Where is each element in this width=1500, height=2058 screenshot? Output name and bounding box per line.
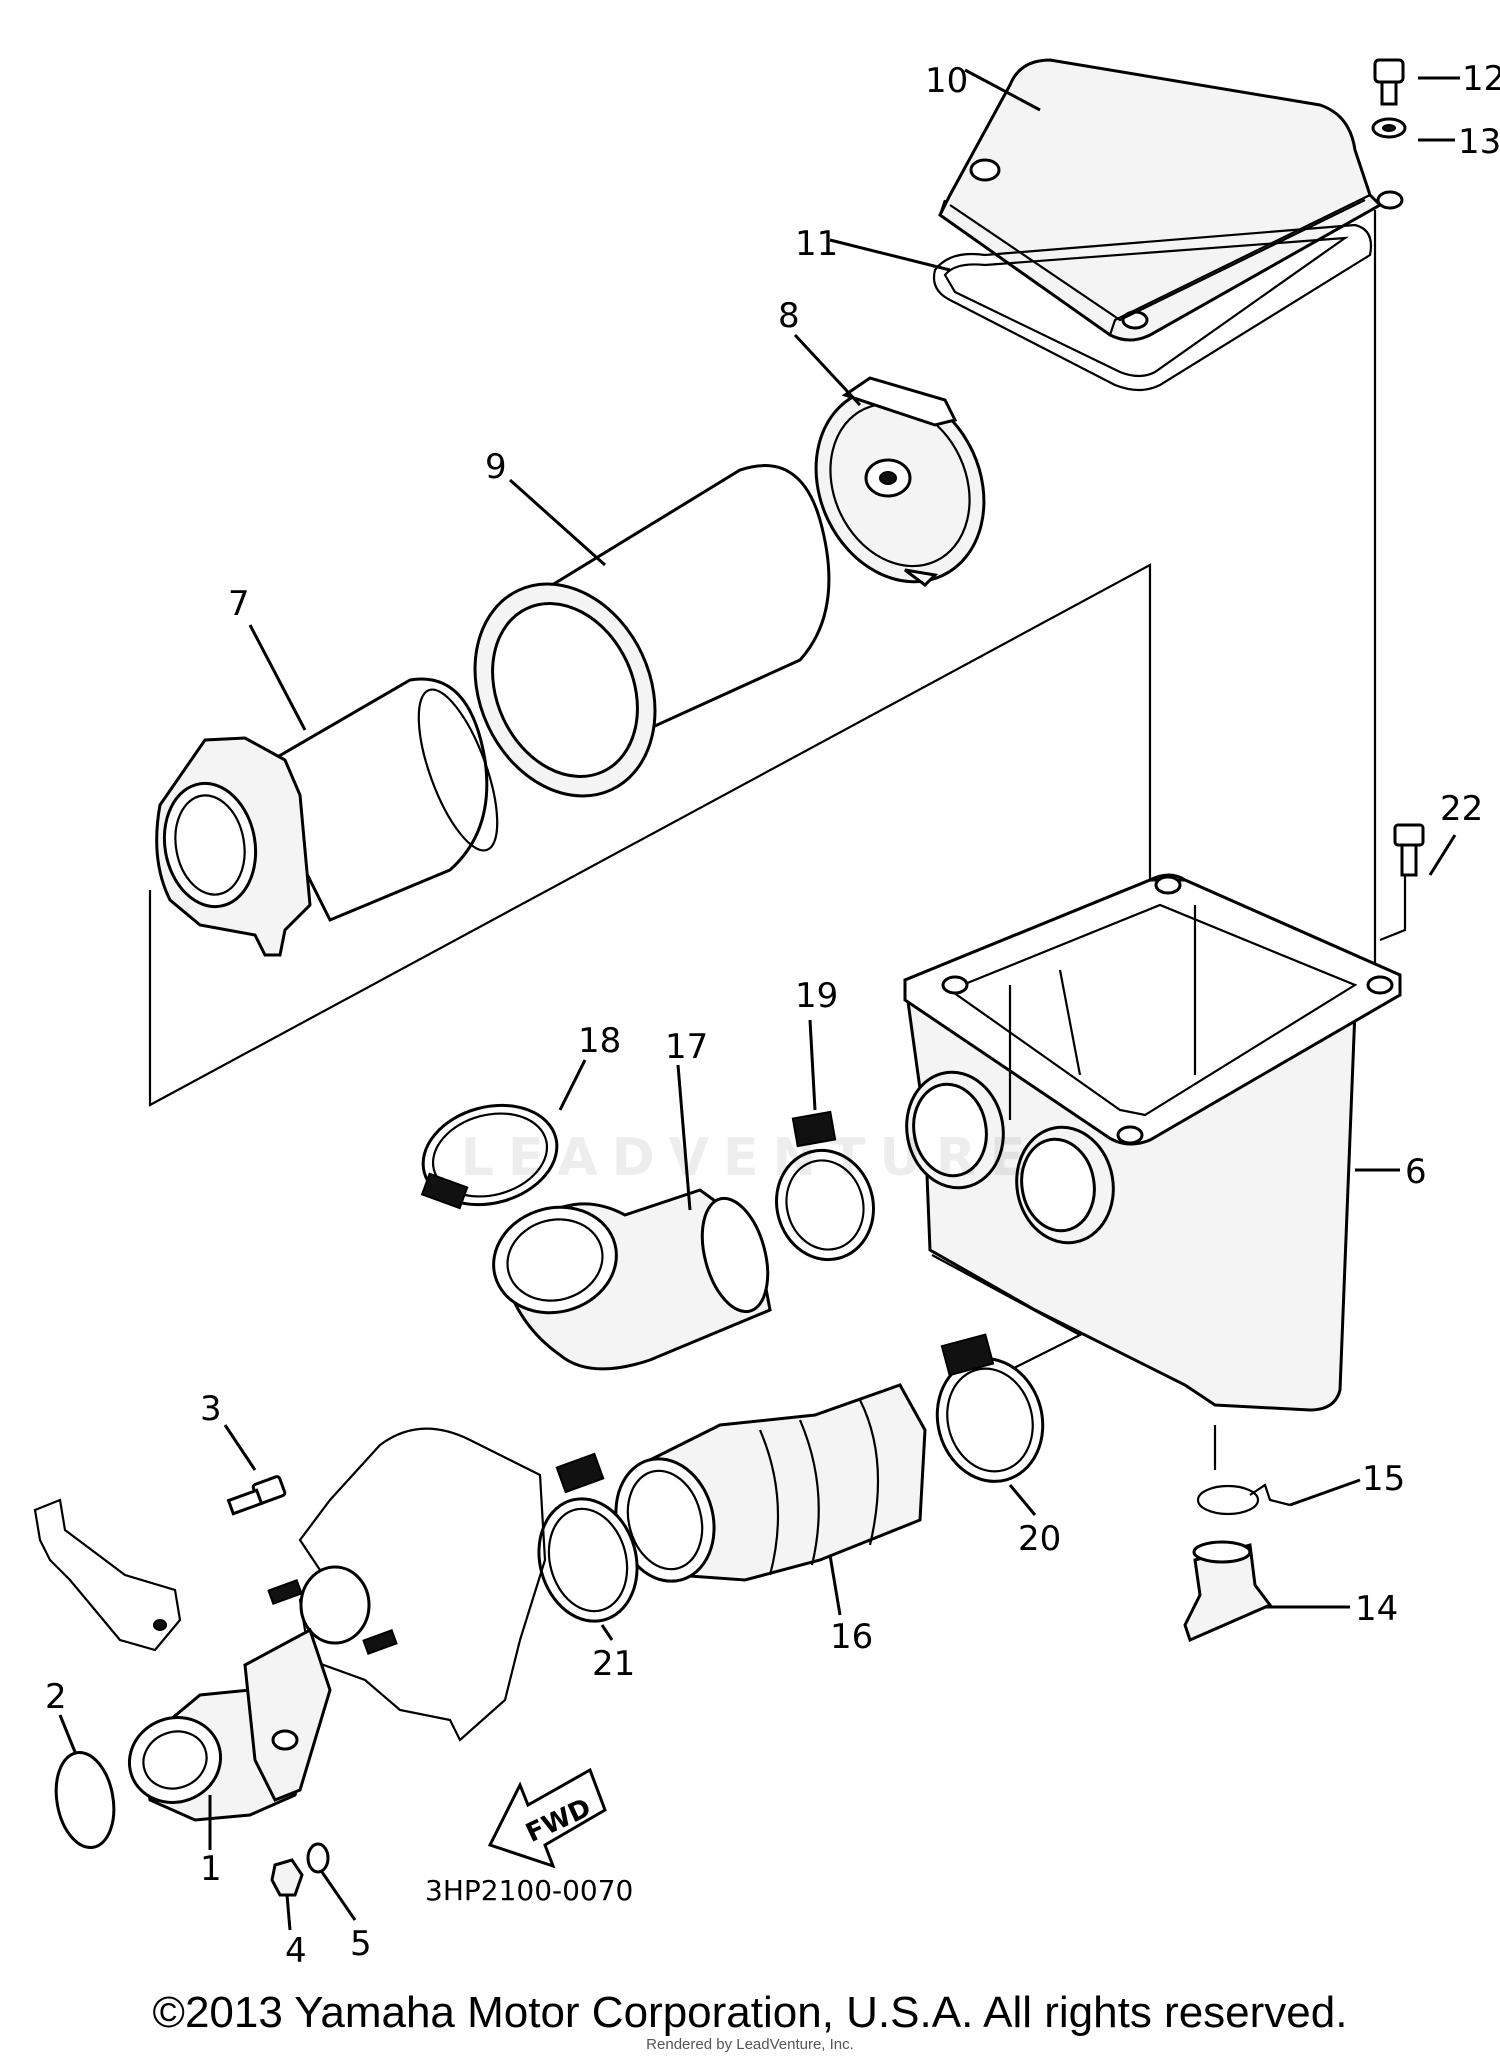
part-4-nut[interactable] (270, 1858, 304, 1897)
callout-6: 6 (1405, 1152, 1427, 1192)
callout-9: 9 (485, 447, 507, 487)
callout-8: 8 (778, 296, 800, 336)
part-22-bolt[interactable] (1393, 823, 1425, 877)
callout-17: 17 (665, 1027, 708, 1067)
callout-13: 13 (1458, 122, 1500, 162)
callout-5: 5 (350, 1924, 372, 1964)
exploded-view-drawing: FWD 10 11 12 13 8 9 7 22 6 18 (33, 58, 1500, 1971)
rendered-by-notice: Rendered by LeadVenture, Inc. (646, 2036, 854, 2053)
callout-1: 1 (200, 1849, 222, 1889)
callout-15: 15 (1362, 1459, 1405, 1499)
part-16-joint-hose[interactable] (603, 1383, 927, 1592)
engine-outline (267, 1427, 547, 1742)
part-20-clamp[interactable] (924, 1333, 1057, 1494)
part-9-outer-filter[interactable] (441, 464, 831, 826)
part-8-filter-cap[interactable] (785, 361, 1015, 610)
callout-16: 16 (830, 1617, 873, 1657)
callout-12: 12 (1462, 59, 1500, 99)
part-1-carburetor-joint[interactable] (117, 1627, 332, 1822)
callouts: 10 11 12 13 8 9 7 22 6 18 17 19 20 15 14… (45, 59, 1500, 1971)
assembly-lines (148, 210, 1407, 1470)
callout-18: 18 (578, 1021, 621, 1061)
part-12-bolt[interactable] (1373, 58, 1405, 106)
copyright-notice: ©2013 Yamaha Motor Corporation, U.S.A. A… (152, 1988, 1348, 2037)
diagram-code: 3HP2100-0070 (425, 1874, 633, 1907)
part-19-clamp[interactable] (764, 1110, 885, 1271)
callout-10: 10 (925, 61, 968, 101)
part-18-clamp[interactable] (412, 1091, 568, 1219)
callout-11: 11 (795, 224, 838, 264)
callout-14: 14 (1355, 1589, 1398, 1629)
part-13-washer[interactable] (1371, 117, 1407, 139)
part-2-o-ring[interactable] (49, 1748, 121, 1852)
part-14-drain[interactable] (1183, 1540, 1273, 1643)
fwd-arrow: FWD (487, 1767, 607, 1869)
part-11-gasket[interactable] (932, 223, 1373, 392)
part-10-cover[interactable] (938, 58, 1404, 342)
part-6-airbox[interactable] (898, 873, 1402, 1412)
leader-lines (58, 68, 1460, 1931)
callout-3: 3 (200, 1389, 222, 1429)
part-3-bolt[interactable] (226, 1475, 287, 1516)
callout-21: 21 (592, 1644, 635, 1684)
callout-20: 20 (1018, 1519, 1061, 1559)
callout-2: 2 (45, 1677, 67, 1717)
part-15-clip[interactable] (1196, 1483, 1291, 1516)
callout-7: 7 (228, 584, 250, 624)
part-17-joint[interactable] (482, 1188, 779, 1371)
callout-19: 19 (795, 976, 838, 1016)
watermark: LEADVENTURE (460, 1128, 1040, 1188)
part-7-inner-filter[interactable] (155, 677, 513, 957)
callout-22: 22 (1440, 789, 1483, 829)
bracket-plate (33, 1498, 182, 1652)
part-5-washer[interactable] (306, 1842, 330, 1874)
callout-4: 4 (285, 1931, 307, 1971)
